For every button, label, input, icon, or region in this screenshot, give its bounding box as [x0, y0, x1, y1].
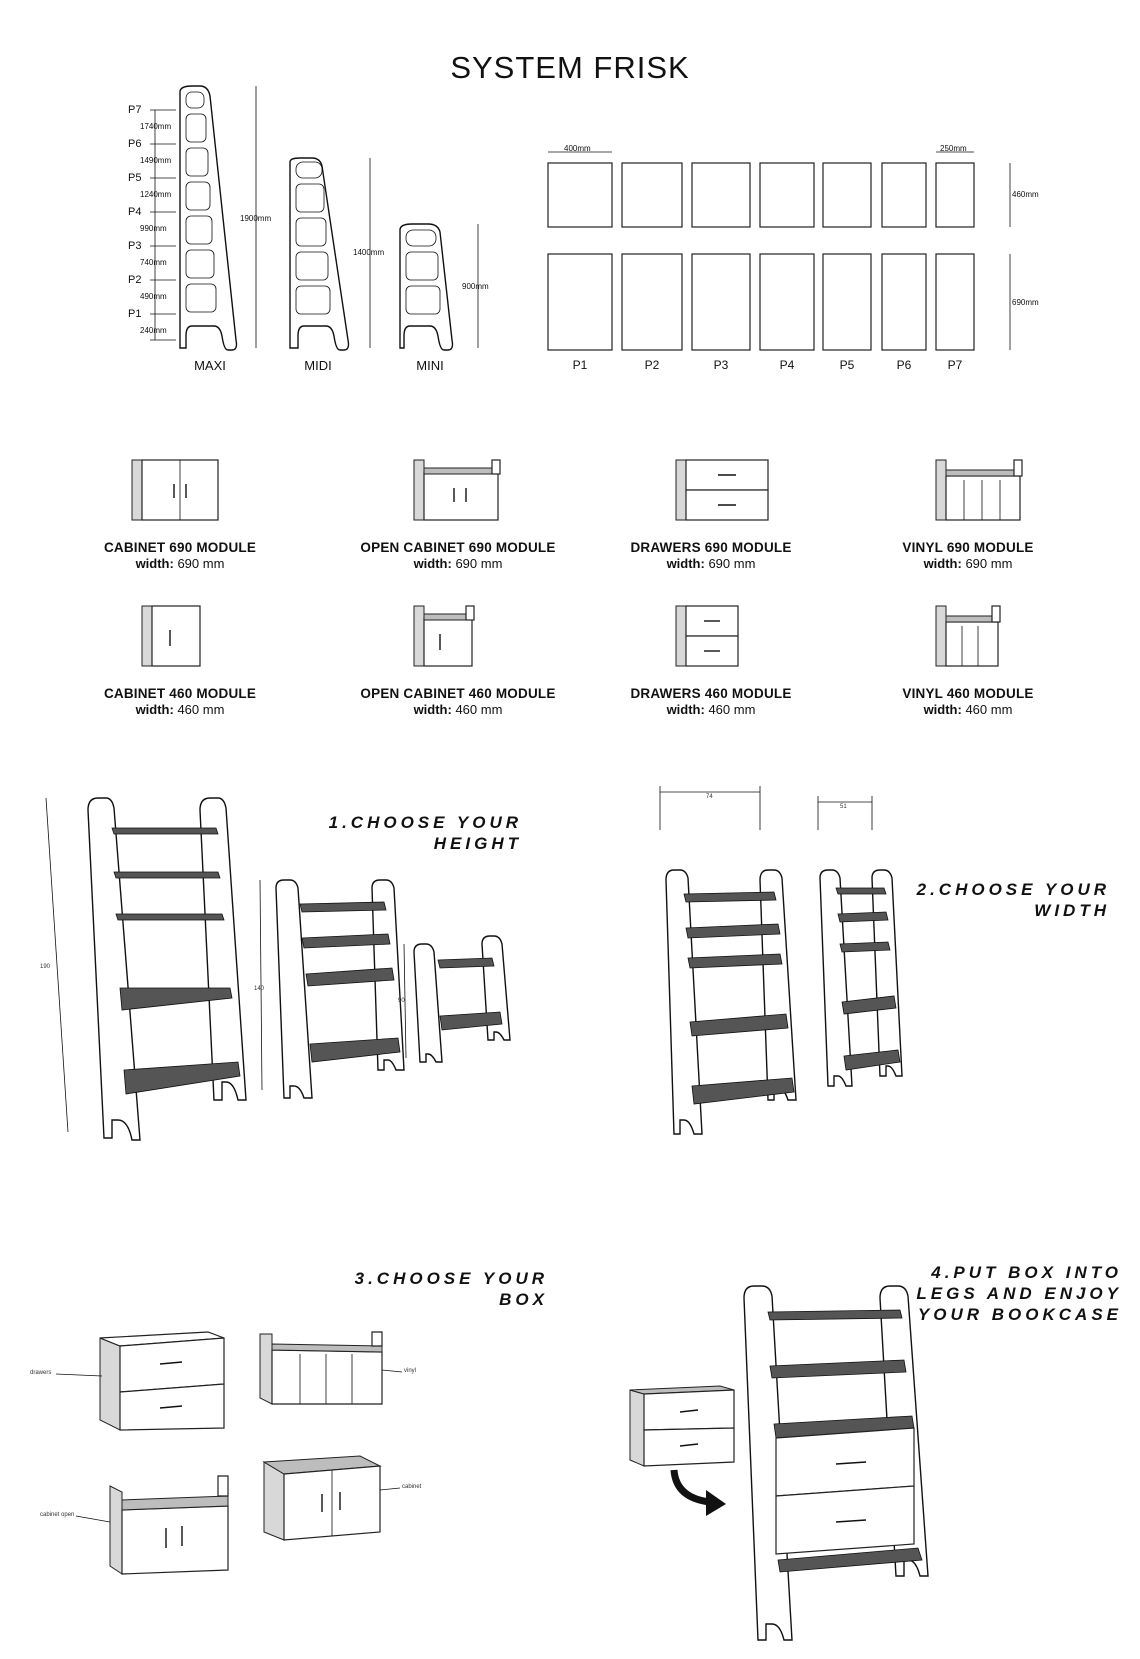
page-title: SYSTEM FRISK — [450, 50, 690, 85]
position-label-p4: P4 — [128, 206, 142, 218]
module-drawers-690: DRAWERS 690 MODULE width: 690 mm — [581, 540, 841, 571]
leg-height-maxi: 1900mm — [240, 214, 272, 223]
position-height-740: 740mm — [140, 258, 167, 267]
step1-dim-small: 90 — [398, 998, 405, 1004]
step3-heading: 3.CHOOSE YOUR BOX — [320, 1268, 548, 1310]
module-width-value: 690 mm — [708, 556, 756, 571]
module-width-label: width: — [135, 702, 174, 717]
position-label-p2: P2 — [128, 274, 142, 286]
position-height-240: 240mm — [140, 326, 167, 335]
module-vinyl-690: VINYL 690 MODULE width: 690 mm — [838, 540, 1098, 571]
leg-height-midi: 1400mm — [353, 248, 385, 257]
module-width-label: width: — [666, 556, 705, 571]
module-width-value: 690 mm — [965, 556, 1013, 571]
module-open-cabinet-460: OPEN CABINET 460 MODULE width: 460 mm — [328, 686, 588, 717]
module-width-value: 460 mm — [708, 702, 756, 717]
module-width-label: width: — [413, 556, 452, 571]
module-cabinet-460: CABINET 460 MODULE width: 460 mm — [50, 686, 310, 717]
position-height-490: 490mm — [140, 292, 167, 301]
leg-name-maxi: MAXI — [194, 358, 226, 373]
module-name: OPEN CABINET 460 MODULE — [360, 686, 556, 701]
position-height-1490: 1490mm — [140, 156, 172, 165]
module-name: DRAWERS 460 MODULE — [630, 686, 792, 701]
panel-dimension-lines — [548, 151, 1011, 350]
module-width-value: 460 mm — [965, 702, 1013, 717]
module-icons — [131, 459, 1023, 667]
position-label-p1: P1 — [128, 308, 142, 320]
step4-line: LEGS AND ENJOY — [916, 1284, 1122, 1303]
step2-line: 2.CHOOSE YOUR — [916, 880, 1110, 899]
step3-label-drawers: drawers — [30, 1370, 52, 1376]
panel-label-p2: P2 — [644, 358, 660, 372]
module-width-value: 460 mm — [455, 702, 503, 717]
step1-dim-medium: 140 — [254, 986, 265, 992]
module-width-label: width: — [135, 556, 174, 571]
position-height-1740: 1740mm — [140, 122, 172, 131]
panel-label-p1: P1 — [572, 358, 588, 372]
step2-dim-narrow: 51 — [840, 804, 847, 810]
step3-line: BOX — [499, 1290, 548, 1309]
step2-bookcases — [659, 786, 903, 1135]
step2-dim-wide: 74 — [706, 794, 713, 800]
module-name: VINYL 690 MODULE — [902, 540, 1034, 555]
position-height-1240: 1240mm — [140, 190, 172, 199]
module-drawers-460: DRAWERS 460 MODULE width: 460 mm — [581, 686, 841, 717]
module-width-label: width: — [666, 702, 705, 717]
position-label-p3: P3 — [128, 240, 142, 252]
step1-heading: 1.CHOOSE YOUR HEIGHT — [300, 812, 522, 854]
leg-dimension-lines — [150, 86, 479, 348]
panel-label-p7: P7 — [947, 358, 963, 372]
panel-label-p6: P6 — [896, 358, 912, 372]
step3-label-vinyl: vinyl — [404, 1368, 417, 1374]
step1-line: 1.CHOOSE YOUR — [328, 813, 522, 832]
panel-label-p3: P3 — [713, 358, 729, 372]
module-name: CABINET 460 MODULE — [103, 686, 257, 701]
step1-bookcases — [45, 797, 511, 1141]
panel-width-top: 400mm — [564, 144, 591, 153]
step2-line: WIDTH — [1034, 901, 1110, 920]
panel-width-narrow: 250mm — [940, 144, 967, 153]
module-name: DRAWERS 690 MODULE — [630, 540, 792, 555]
module-width-label: width: — [923, 702, 962, 717]
panel-label-p4: P4 — [779, 358, 795, 372]
step1-dim-tall: 190 — [40, 964, 51, 970]
module-width-label: width: — [413, 702, 452, 717]
leg-height-mini: 900mm — [462, 282, 489, 291]
module-open-cabinet-690: OPEN CABINET 690 MODULE width: 690 mm — [328, 540, 588, 571]
position-label-p6: P6 — [128, 138, 142, 150]
module-name: VINYL 460 MODULE — [902, 686, 1034, 701]
step3-line: 3.CHOOSE YOUR — [354, 1269, 548, 1288]
panel-height-large: 690mm — [1012, 298, 1039, 307]
step2-heading: 2.CHOOSE YOUR WIDTH — [880, 879, 1110, 921]
step4-bookcase — [629, 1285, 929, 1641]
position-label-p5: P5 — [128, 172, 142, 184]
leg-name-mini: MINI — [416, 358, 444, 373]
module-vinyl-460: VINYL 460 MODULE width: 460 mm — [838, 686, 1098, 717]
step1-line: HEIGHT — [433, 834, 522, 853]
module-width-value: 690 mm — [177, 556, 225, 571]
module-width-label: width: — [923, 556, 962, 571]
step3-label-cabinet-open: cabinet open — [40, 1512, 75, 1518]
panel-drawings — [547, 162, 975, 351]
module-cabinet-690: CABINET 690 MODULE width: 690 mm — [50, 540, 310, 571]
module-width-value: 460 mm — [177, 702, 225, 717]
leg-name-midi: MIDI — [304, 358, 332, 373]
step4-heading: 4.PUT BOX INTO LEGS AND ENJOY YOUR BOOKC… — [880, 1262, 1122, 1325]
step4-line: YOUR BOOKCASE — [917, 1305, 1122, 1324]
position-label-p7: P7 — [128, 104, 142, 116]
step3-label-cabinet: cabinet — [402, 1484, 422, 1490]
position-height-990: 990mm — [140, 224, 167, 233]
panel-height-small: 460mm — [1012, 190, 1039, 199]
module-name: OPEN CABINET 690 MODULE — [360, 540, 556, 555]
module-name: CABINET 690 MODULE — [103, 540, 257, 555]
step4-line: 4.PUT BOX INTO — [931, 1263, 1122, 1282]
leg-mini — [399, 223, 454, 351]
leg-midi — [289, 157, 350, 351]
panel-label-p5: P5 — [839, 358, 855, 372]
step3-boxes — [55, 1331, 403, 1575]
leg-maxi — [179, 85, 238, 351]
module-width-value: 690 mm — [455, 556, 503, 571]
